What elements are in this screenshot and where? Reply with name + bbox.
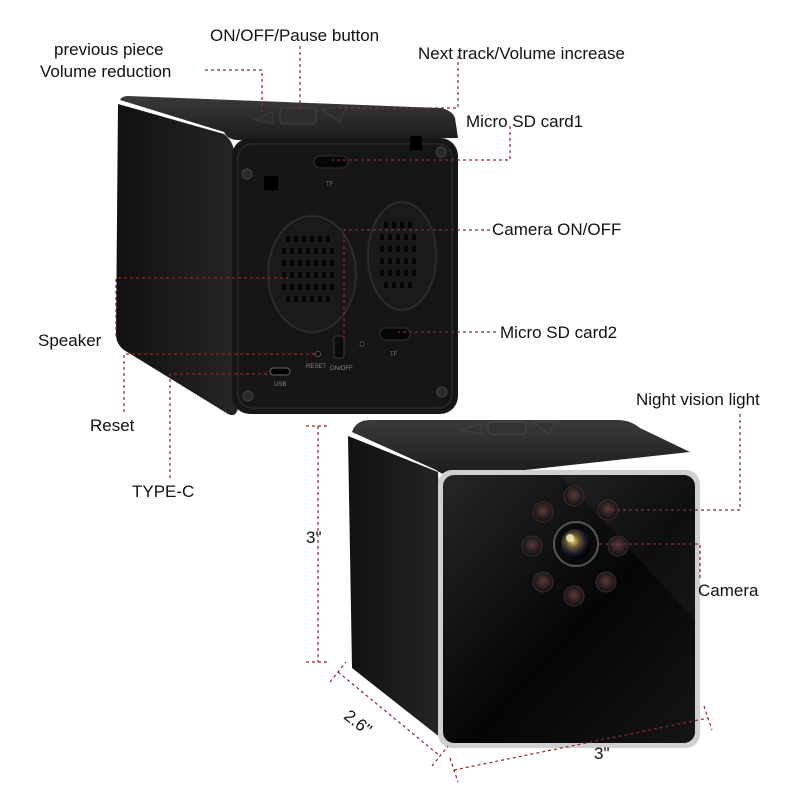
leader-lines [115, 46, 741, 578]
ir-led [532, 501, 554, 523]
label-speaker: Speaker [38, 331, 102, 350]
ir-led [532, 571, 554, 593]
pause-button[interactable] [279, 107, 317, 125]
prev-button[interactable] [252, 111, 275, 125]
front-pause-button[interactable] [487, 421, 527, 435]
ir-led [607, 535, 629, 557]
ir-led [597, 499, 619, 521]
screw [241, 168, 253, 180]
mic-hole [359, 341, 365, 347]
camera-switch[interactable] [333, 335, 345, 359]
label-night-vision-light: Night vision light [636, 390, 760, 409]
front-cube-side-face [348, 436, 446, 742]
leader-reset [123, 353, 318, 412]
speaker-grille-right [367, 201, 437, 311]
dimension-lines [306, 425, 713, 783]
label-on-off-pause: ON/OFF/Pause button [210, 26, 380, 45]
label-micro-sd-card2: Micro SD card2 [500, 323, 618, 342]
front-cube-top-face [352, 420, 690, 477]
mount-hole-left [264, 176, 278, 190]
top-buttons [252, 105, 347, 125]
label-type-c: TYPE-C [132, 482, 195, 501]
leader-camera [598, 543, 701, 578]
micro-sd-slot-2[interactable] [379, 327, 411, 341]
front-cube-front-face [443, 475, 695, 743]
back-cube: TF RESET [116, 96, 458, 416]
ir-led [563, 585, 585, 607]
ir-led [563, 485, 585, 507]
micro-sd-slot-1[interactable] [313, 155, 349, 169]
next-button[interactable] [320, 105, 347, 123]
ir-led [595, 571, 617, 593]
reset-hole[interactable] [315, 351, 321, 357]
front-prev-button[interactable] [459, 423, 483, 435]
front-cube [348, 420, 700, 748]
leader-prev [205, 69, 263, 116]
leader-sd1 [332, 126, 511, 161]
usb-marking: USB [274, 382, 286, 388]
on-off-marking: ON/OFF [330, 366, 353, 372]
label-camera-on-off: Camera ON/OFF [492, 220, 622, 239]
tf-marking-top: TF [326, 182, 334, 188]
speaker-grille-left [267, 215, 357, 333]
leader-type-c [169, 373, 270, 478]
screw [436, 386, 448, 398]
night-vision-leds [521, 485, 629, 607]
back-cube-side-face [116, 104, 238, 416]
label-micro-sd-card1: Micro SD card1 [466, 112, 584, 131]
label-next-track: Next track/Volume increase [418, 44, 625, 63]
label-volume-reduction: Volume reduction [40, 62, 172, 81]
leader-next [336, 56, 459, 109]
tf-marking-bottom: TF [390, 352, 398, 358]
camera-lens [553, 521, 599, 567]
leader-night-vision [608, 414, 741, 511]
label-reset: Reset [90, 416, 135, 435]
dim-depth-line [337, 671, 441, 757]
dimension-height: 3" [306, 528, 322, 547]
reset-marking: RESET [306, 364, 326, 370]
screw [242, 390, 254, 402]
label-previous-piece: previous piece [54, 40, 164, 59]
type-c-port[interactable] [269, 367, 291, 376]
dim-width-line [453, 717, 709, 771]
dimension-width: 3" [594, 744, 610, 763]
mount-hole-right [410, 136, 422, 150]
ir-led [521, 535, 543, 557]
leader-speaker [115, 277, 288, 336]
label-camera: Camera [698, 581, 759, 600]
front-next-button[interactable] [532, 421, 557, 435]
screw [435, 146, 447, 158]
leader-camera-switch [343, 229, 490, 340]
